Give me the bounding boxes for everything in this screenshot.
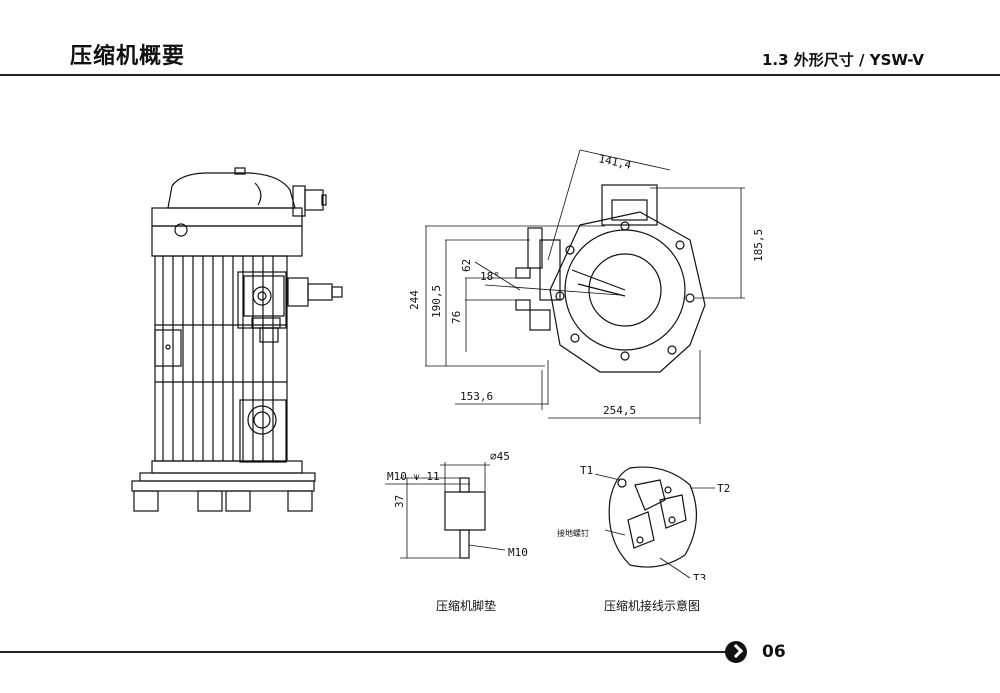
dim-18-deg: 18°	[480, 270, 500, 283]
dim-244: 244	[408, 290, 421, 310]
wiring-diagram: T1 T2 T3 接地螺钉	[557, 464, 730, 580]
terminal-t2: T2	[717, 482, 730, 495]
compressor-side-view	[131, 167, 343, 512]
terminal-t1: T1	[580, 464, 593, 477]
header-divider	[0, 74, 1000, 76]
dim-62: 62	[460, 259, 473, 272]
foot-dia-45: ⌀45	[490, 450, 510, 463]
page-title: 压缩机概要	[70, 44, 186, 69]
arrow-right-icon	[725, 641, 747, 663]
dim-141-4: 141,4	[597, 152, 632, 172]
dim-190-5: 190,5	[430, 285, 443, 318]
dim-76: 76	[450, 311, 463, 324]
foot-m10: M10	[508, 546, 528, 559]
compressor-top-view: 141,4 185,5 244 190,5 62 18° 76 153,6 25…	[408, 149, 765, 424]
section-title: 1.3 外形尺寸 / YSW-V	[762, 51, 924, 69]
dim-153-6: 153,6	[460, 390, 493, 403]
foot-dim-37: 37	[393, 495, 406, 508]
wiring-caption: 压缩机接线示意图	[604, 599, 701, 613]
page-number: 06	[762, 642, 786, 662]
dim-254-5: 254,5	[603, 404, 636, 417]
ground-screw-label: 接地螺钉	[557, 528, 589, 538]
foot-pad-caption: 压缩机脚垫	[436, 599, 497, 613]
terminal-t3: T3	[693, 572, 706, 580]
dim-185-5: 185,5	[752, 229, 765, 262]
foot-m10-depth: M10 ⩛ 11	[387, 470, 440, 483]
footer-divider	[0, 651, 735, 653]
foot-pad-drawing: M10 ⩛ 11 ⌀45 37 M10	[385, 450, 528, 559]
